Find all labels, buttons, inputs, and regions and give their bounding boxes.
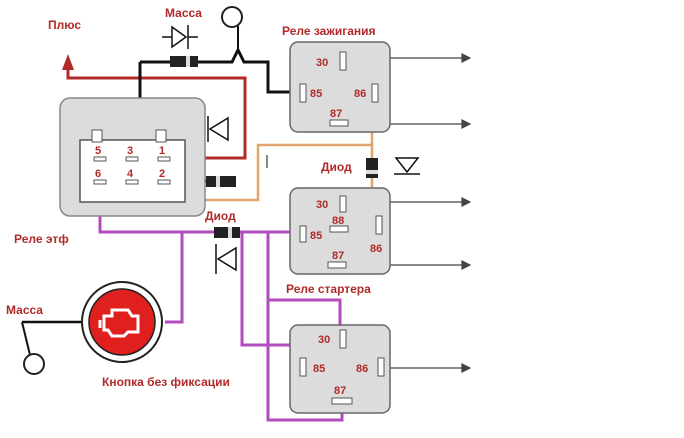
st-pin-87: 87 — [332, 250, 344, 262]
etf-pin-1: 1 — [159, 145, 165, 157]
diode-symbol-right-icon — [394, 157, 420, 175]
ground-left-ring-icon — [23, 353, 45, 375]
diode-symbol-etf-icon — [207, 116, 229, 142]
ground-top-ring-icon — [221, 6, 243, 28]
st-pin-30: 30 — [316, 199, 328, 211]
ign-pin-30: 30 — [316, 57, 328, 69]
label-etf-relay: Реле этф — [14, 232, 69, 246]
diode-symbol-top-icon — [162, 25, 198, 49]
diode-mid — [214, 227, 240, 238]
label-ignition-relay: Реле зажигания — [282, 24, 376, 38]
diode-top — [140, 56, 232, 67]
st-pin-88: 88 — [332, 215, 344, 227]
etf-pin-3: 3 — [127, 145, 133, 157]
ign-pin-86: 86 — [354, 88, 366, 100]
plus-wire — [66, 70, 247, 160]
diode-symbol-mid-icon — [215, 244, 237, 274]
etf-pin-2: 2 — [159, 168, 165, 180]
ignition-relay: 30 85 86 87 — [289, 41, 391, 133]
start-button — [81, 281, 163, 363]
label-diode-right: Диод — [321, 160, 352, 174]
magenta-wire-4 — [240, 232, 300, 347]
engine-icon — [98, 308, 140, 338]
label-ground-left: Масса — [6, 303, 43, 317]
ign-pin-87: 87 — [330, 108, 342, 120]
btn-pin-85: 85 — [313, 363, 325, 375]
plus-arrow — [62, 54, 74, 70]
diode-right — [366, 158, 378, 178]
etf-pin-6: 6 — [95, 168, 101, 180]
magenta-wire-3 — [165, 232, 184, 324]
etf-pin-5: 5 — [95, 145, 101, 157]
starter-relay: 30 88 85 86 87 — [289, 187, 391, 275]
label-plus: Плюс — [48, 18, 81, 32]
label-diode-mid: Диод — [205, 209, 236, 223]
btn-pin-87: 87 — [334, 385, 346, 397]
etf-relay: 5 3 1 6 4 2 — [59, 97, 206, 217]
label-starter-relay: Реле стартера — [286, 282, 371, 296]
st-pin-85: 85 — [310, 230, 322, 242]
btn-pin-30: 30 — [318, 334, 330, 346]
ground-left-stem — [21, 321, 31, 356]
btn-pin-86: 86 — [356, 363, 368, 375]
button-relay: 30 85 86 87 — [289, 324, 391, 414]
diode-pin2 — [206, 176, 236, 187]
ground-top-wire-2 — [140, 46, 300, 94]
label-button: Кнопка без фиксации — [102, 375, 230, 389]
etf-pin-4: 4 — [127, 168, 134, 180]
st-pin-86: 86 — [370, 243, 382, 255]
ign-pin-85: 85 — [310, 88, 322, 100]
label-ground-top: Масса — [165, 6, 202, 20]
